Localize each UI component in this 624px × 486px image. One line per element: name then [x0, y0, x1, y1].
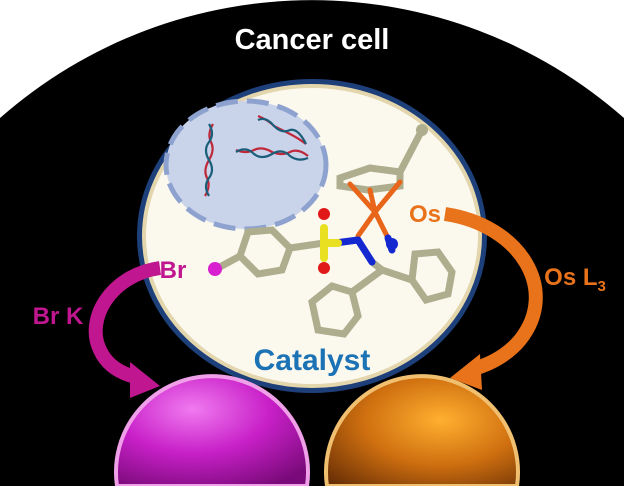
cell-glow	[137, 79, 487, 393]
bromine-xrf-map	[114, 374, 310, 486]
title-label: Cancer cell	[235, 24, 390, 56]
dna-strands	[204, 114, 309, 197]
catalyst-molecule	[208, 124, 456, 338]
osmium-arrow	[443, 207, 543, 390]
bromine-atom-label: Br	[160, 257, 187, 284]
bromine-arrow	[88, 261, 162, 398]
osmium-atom-label: Os	[409, 201, 441, 228]
nucleus	[163, 98, 329, 232]
osmium-xrf-map	[324, 374, 520, 486]
os-edge-main: Os L	[544, 264, 597, 291]
os-edge-sub: 3	[598, 278, 606, 295]
catalyst-label: Catalyst	[254, 344, 371, 377]
os-l3-edge-label: Os L3	[544, 264, 606, 295]
br-k-edge-label: Br K	[33, 303, 84, 330]
